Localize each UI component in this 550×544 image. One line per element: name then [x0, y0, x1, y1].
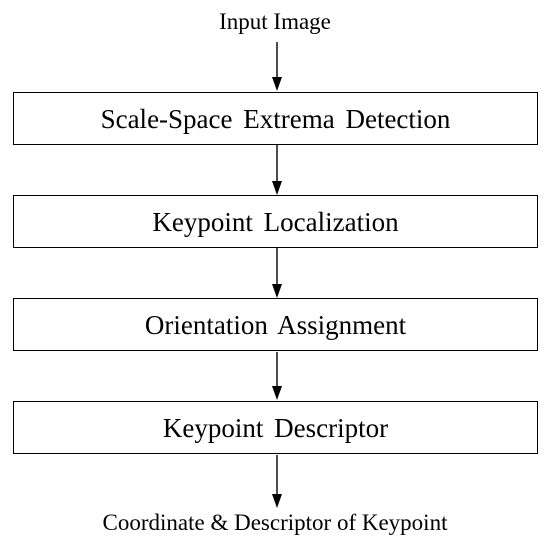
arrowhead-1 — [272, 77, 282, 91]
step-scale-space-extrema-detection: Scale-Space Extrema Detection — [13, 92, 538, 145]
step-label: Orientation Assignment — [144, 309, 407, 340]
input-label: Input Image — [219, 9, 331, 34]
step-label: Scale-Space Extrema Detection — [100, 103, 451, 134]
step-label: Keypoint Localization — [152, 206, 399, 237]
step-orientation-assignment: Orientation Assignment — [13, 298, 538, 351]
step-keypoint-localization: Keypoint Localization — [13, 195, 538, 248]
output-label: Coordinate & Descriptor of Keypoint — [102, 510, 448, 535]
step-label: Keypoint Descriptor — [162, 412, 389, 443]
arrowhead-4 — [272, 386, 282, 400]
arrowhead-3 — [272, 284, 282, 298]
arrowhead-2 — [272, 181, 282, 195]
arrowhead-5 — [272, 494, 282, 508]
step-keypoint-descriptor: Keypoint Descriptor — [13, 401, 538, 454]
